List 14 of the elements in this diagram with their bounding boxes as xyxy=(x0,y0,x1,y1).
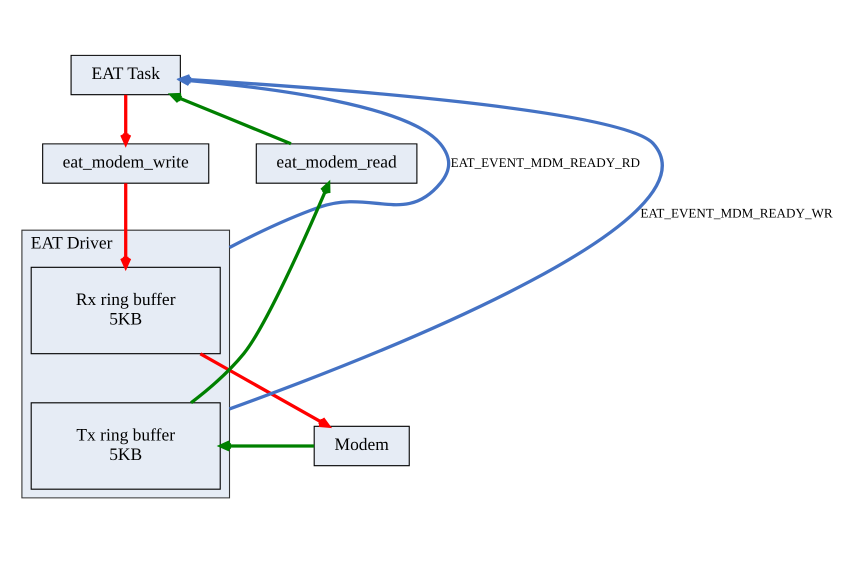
arrow xyxy=(190,181,330,404)
arrow xyxy=(120,182,132,268)
node-box: EAT Task xyxy=(70,54,181,95)
edge-label: EAT_EVENT_MDM_READY_RD xyxy=(450,154,640,170)
node-box: Tx ring buffer 5KB xyxy=(30,402,221,490)
edge-label: EAT_EVENT_MDM_READY_WR xyxy=(640,205,833,220)
node-box: eat_modem_read xyxy=(256,142,418,184)
arrow xyxy=(200,352,330,428)
node-box: eat_modem_write xyxy=(42,142,210,184)
arrow xyxy=(120,94,132,145)
arrow xyxy=(170,92,292,145)
arrow xyxy=(219,440,314,452)
node-box: Rx ring buffer 5KB xyxy=(30,266,221,354)
node-box: Modem xyxy=(314,425,410,466)
